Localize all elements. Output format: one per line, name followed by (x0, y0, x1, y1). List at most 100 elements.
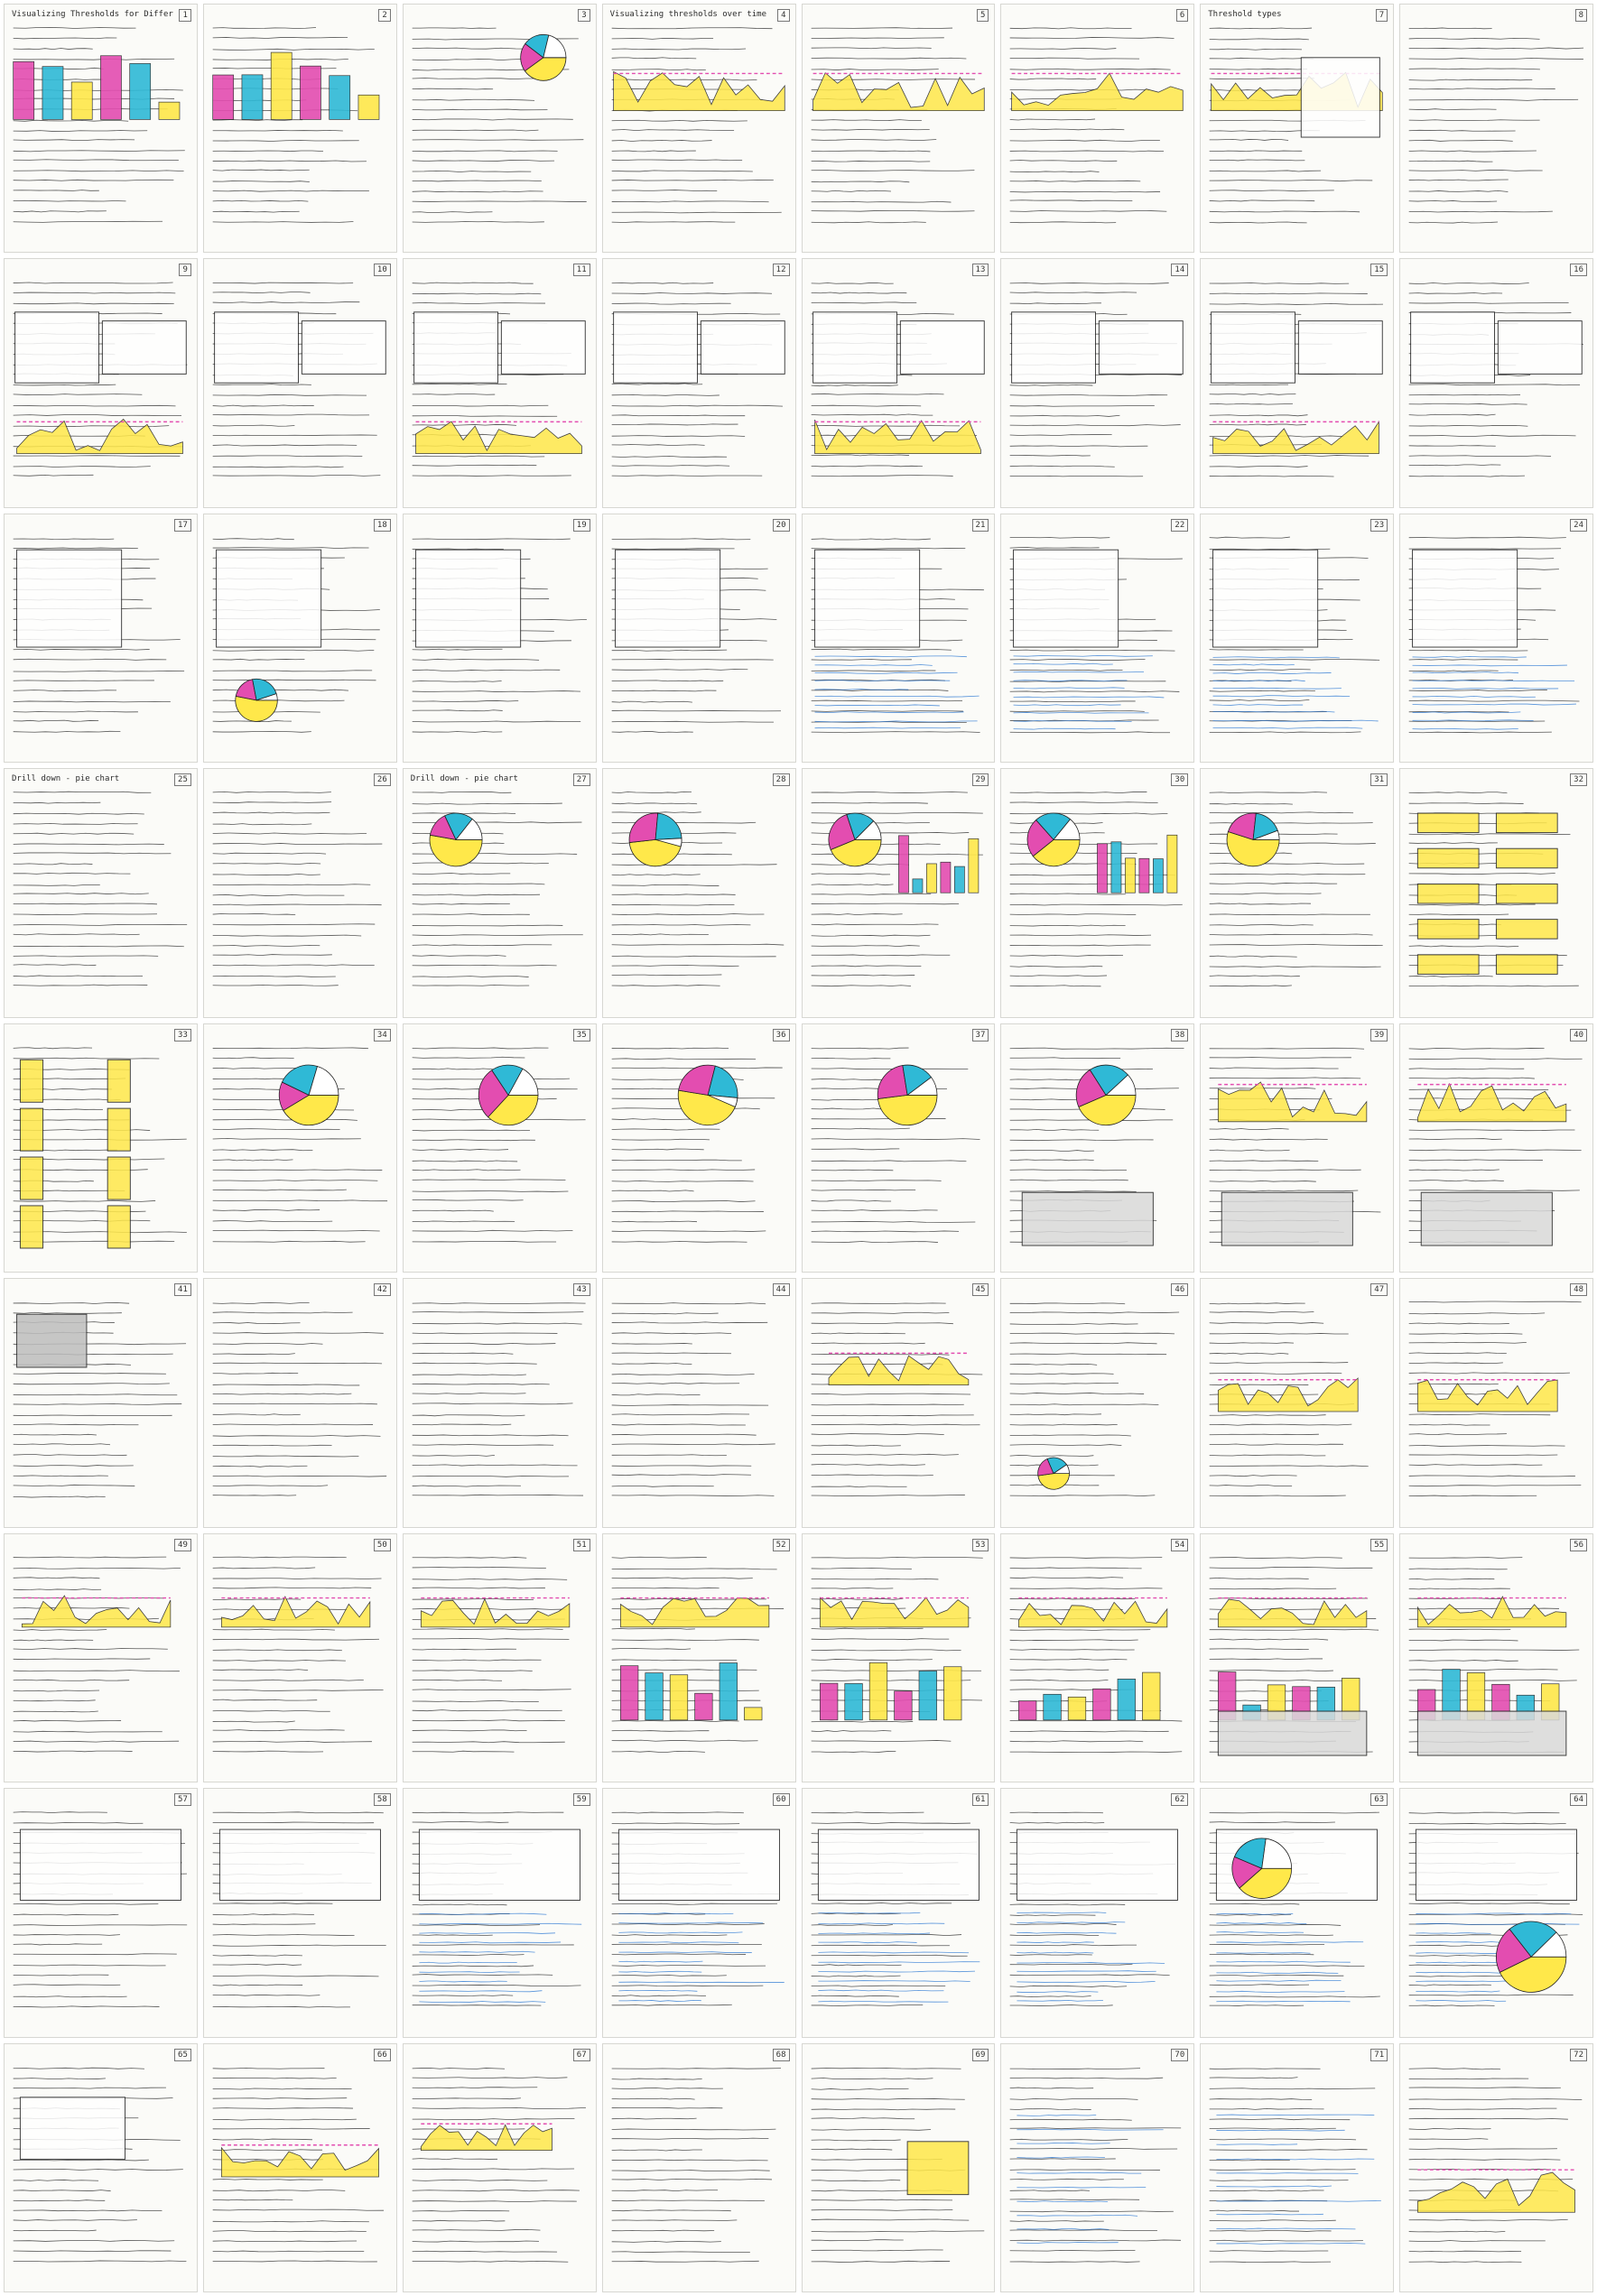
page-title: Visualizing thresholds over time (609, 10, 767, 19)
sketch-drawing (212, 1811, 386, 2008)
sketch-page: 62 (1000, 1788, 1195, 2038)
page-number: 72 (1570, 2048, 1587, 2061)
sketch-page: 41 (4, 1278, 198, 1528)
sketch-drawing (1010, 792, 1184, 987)
sketch-drawing (1209, 282, 1384, 477)
sketch-drawing (611, 27, 785, 223)
page-number: 31 (1370, 773, 1388, 787)
sketch-drawing (412, 27, 587, 223)
page-number: 14 (1171, 264, 1189, 277)
sketch-drawing (1209, 1302, 1369, 1497)
page-number: 7 (1375, 9, 1388, 22)
page-number: 28 (772, 773, 790, 787)
sketch-drawing (1209, 536, 1380, 734)
page-number: 43 (572, 1283, 590, 1297)
sketch-page: 63 (1200, 1788, 1395, 2038)
sketch-page: 50 (202, 1532, 397, 1783)
sketch-drawing (811, 282, 985, 477)
sketch-drawing (1408, 282, 1583, 477)
sketch-page: 57 (4, 1788, 198, 2038)
sketch-drawing (811, 2067, 984, 2263)
sketch-drawing (412, 538, 587, 733)
page-number: 6 (1175, 9, 1189, 22)
sketch-drawing (412, 1556, 571, 1753)
sketch-drawing (412, 2067, 586, 2263)
sketch-drawing (611, 2067, 781, 2263)
sketch-drawing (1408, 27, 1584, 224)
sketch-page: 69 (801, 2042, 996, 2292)
sketch-page: 58 (202, 1788, 397, 2038)
sketch-page: 8 (1399, 4, 1593, 254)
sketch-drawing (811, 538, 984, 733)
sketch-drawing (1408, 2067, 1583, 2263)
sketch-page: 3 (402, 4, 597, 254)
sketch-page: 71 (1200, 2042, 1395, 2292)
page-number: 69 (971, 2048, 989, 2061)
sketch-page: 36 (601, 1023, 796, 1273)
sketch-page: 52 (601, 1532, 796, 1783)
sketch-drawing (611, 1811, 785, 2006)
sketch-page: 46 (1000, 1278, 1195, 1528)
page-number: 24 (1570, 518, 1587, 532)
sketch-drawing (611, 1047, 783, 1243)
page-number: 59 (572, 1793, 590, 1807)
page-title: Threshold types (1208, 10, 1282, 19)
page-number: 41 (174, 1283, 191, 1297)
sketch-page: 10 (202, 258, 397, 508)
sketch-drawing (1408, 1047, 1583, 1246)
page-number: 23 (1370, 518, 1388, 532)
sketch-page: 23 (1200, 513, 1395, 764)
sketch-drawing (811, 27, 985, 224)
page-number: 49 (174, 1538, 191, 1551)
page-number: 63 (1370, 1793, 1388, 1807)
page-number: 39 (1370, 1028, 1388, 1042)
sketch-drawing (13, 1047, 187, 1249)
sketch-drawing (13, 1302, 187, 1498)
sketch-page: 9 (4, 258, 198, 508)
sketch-page: 61 (801, 1788, 996, 2038)
page-number: 40 (1570, 1028, 1587, 1042)
sketch-page: 22 (1000, 513, 1195, 764)
page-number: 38 (1171, 1028, 1189, 1042)
sketch-drawing (13, 1556, 181, 1753)
page-number: 47 (1370, 1283, 1388, 1297)
sketch-page: 5 (801, 4, 996, 254)
page-number: 26 (373, 773, 391, 787)
sketch-page: 37 (801, 1023, 996, 1273)
sketch-drawing (611, 538, 781, 733)
page-number: 20 (772, 518, 790, 532)
sketch-drawing (1408, 536, 1580, 734)
sketch-drawing (811, 1302, 982, 1497)
sketch-drawing (212, 282, 386, 477)
page-number: 4 (777, 9, 790, 22)
sketch-page: 66 (202, 2042, 397, 2292)
sketch-drawing (611, 1302, 775, 1497)
sketch-page: 42 (202, 1278, 397, 1528)
sketch-drawing (1209, 1047, 1381, 1246)
page-number: 27 (572, 773, 590, 787)
page-title: Drill down - pie chart (410, 774, 518, 784)
page-number: 10 (373, 264, 391, 277)
sketch-page: 54 (1000, 1532, 1195, 1783)
page-number: 13 (971, 264, 989, 277)
page-number: 66 (373, 2048, 391, 2061)
sketch-drawing (13, 2067, 187, 2262)
sketch-drawing (1209, 2068, 1382, 2263)
sketch-page: 48 (1399, 1278, 1593, 1528)
sketch-page: 15 (1200, 258, 1395, 508)
sketch-page: 60 (601, 1788, 796, 2038)
sketch-drawing (1209, 1556, 1379, 1756)
sketch-page: 43 (402, 1278, 597, 1528)
sketch-drawing (412, 1811, 581, 2006)
page-number: 22 (1171, 518, 1189, 532)
sketch-page: 51 (402, 1532, 597, 1783)
sketch-page: 47 (1200, 1278, 1395, 1528)
page-number: 3 (578, 9, 590, 22)
page-number: 2 (378, 9, 391, 22)
sketch-page: 45 (801, 1278, 996, 1528)
sketch-page: 49 (4, 1532, 198, 1783)
sketch-page: 68 (601, 2042, 796, 2292)
sketch-drawing (1408, 1811, 1583, 2007)
